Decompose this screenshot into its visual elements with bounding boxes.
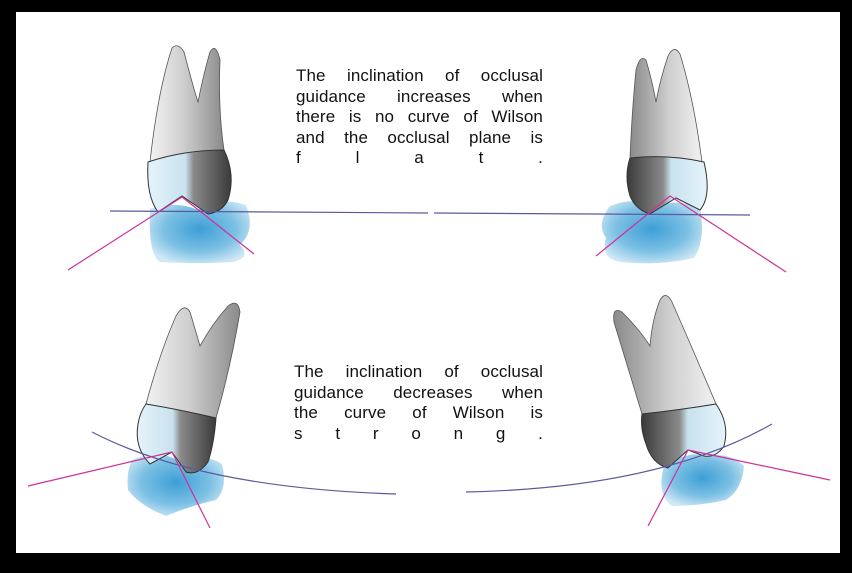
caption-line: and the occlusal plane is [296, 128, 543, 149]
tooth-root [146, 303, 240, 418]
occlusal-plane-line [434, 213, 750, 215]
tooth-root [614, 295, 716, 414]
caption-line: the curve of Wilson is [294, 403, 543, 424]
caption-line: there is no curve of Wilson [296, 107, 543, 128]
opposing-tooth [128, 454, 225, 516]
tooth-root [630, 49, 702, 162]
caption-line: guidance increases when [296, 87, 543, 108]
tooth-root [150, 46, 224, 162]
caption-line: s t r o n g . [294, 424, 543, 445]
caption-line: guidance decreases when [294, 383, 543, 404]
caption-line: The inclination of occlusal [296, 66, 543, 87]
caption-flat-plane: The inclination of occlusal guidance inc… [296, 66, 543, 169]
caption-strong-curve: The inclination of occlusal guidance dec… [294, 362, 543, 444]
caption-line: The inclination of occlusal [294, 362, 543, 383]
caption-line: f l a t . [296, 148, 543, 169]
tooth-crown [148, 150, 231, 214]
